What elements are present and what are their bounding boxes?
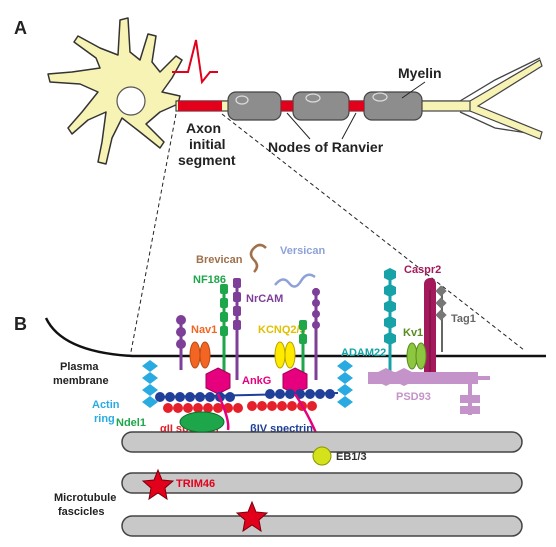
plasma-membrane <box>44 317 546 358</box>
psd93-protein <box>368 368 490 415</box>
ndel1-label: Ndel1 <box>116 417 146 429</box>
action-potential-trace <box>172 39 218 85</box>
cam-right <box>312 288 320 380</box>
nf186-protein-2 <box>299 320 307 380</box>
node-leader-1 <box>286 112 311 140</box>
ankg-left <box>205 367 231 395</box>
plasma-membrane-label-2: membrane <box>53 375 109 387</box>
microtubule-3 <box>121 515 523 537</box>
nav1-label: Nav1 <box>191 324 217 336</box>
panel-label-a: A <box>14 18 27 38</box>
kcnq-channel <box>274 341 296 369</box>
brevican-squiggle <box>249 243 267 273</box>
ais-label-line1: Axon <box>186 120 221 136</box>
myelin-sheaths <box>227 91 423 121</box>
trim46-label: TRIM46 <box>176 478 215 490</box>
caspr2-protein <box>424 278 436 378</box>
node-of-ranvier-2 <box>349 101 364 111</box>
nf186-protein <box>220 284 228 380</box>
ankg-right <box>282 367 308 395</box>
kv1-label: Kv1 <box>403 327 423 339</box>
ais-label-line3: segment <box>178 152 236 168</box>
actin-ring-left <box>142 360 158 408</box>
plasma-membrane-label-1: Plasma <box>60 361 99 373</box>
nrcam-label: NrCAM <box>246 293 283 305</box>
nodes-of-ranvier-label: Nodes of Ranvier <box>268 139 384 155</box>
caspr2-label: Caspr2 <box>404 264 441 276</box>
microtubule-2 <box>121 472 523 494</box>
ndel1-protein <box>179 411 225 433</box>
microtubule-label-1: Microtubule <box>54 492 116 504</box>
kv1-channel <box>406 342 427 370</box>
versican-squiggle <box>274 273 316 288</box>
adam22-label: ADAM22 <box>341 347 386 359</box>
eb13-protein <box>312 446 332 466</box>
kcnq-label: KCNQ2/3 <box>258 324 306 336</box>
brevican-label: Brevican <box>196 254 243 266</box>
zoom-line-left <box>129 113 177 358</box>
nucleus <box>116 86 146 116</box>
myelin-label: Myelin <box>398 65 442 81</box>
tag1-label: Tag1 <box>451 313 476 325</box>
ankg-label: AnkG <box>242 375 271 387</box>
nrcam-protein <box>233 278 241 380</box>
axon-initial-segment-bar <box>178 101 222 111</box>
microtubule-label-2: fascicles <box>58 506 104 518</box>
actin-ring-right <box>337 360 353 408</box>
panel-label-b: B <box>14 314 27 334</box>
nf186-label: NF186 <box>193 274 226 286</box>
actin-ring-label-2: ring <box>94 413 115 425</box>
node-leader-2 <box>341 112 357 140</box>
node-of-ranvier-1 <box>281 101 293 111</box>
nav1-channel <box>189 341 211 369</box>
myelin-leader <box>401 81 426 99</box>
versican-label: Versican <box>280 245 326 257</box>
ais-label-line2: initial <box>189 136 226 152</box>
psd93-label: PSD93 <box>396 391 431 403</box>
neuron-soma <box>47 17 183 165</box>
cam-left <box>176 315 186 370</box>
tag1-protein <box>435 285 447 352</box>
trim46-star-2 <box>235 500 269 533</box>
actin-ring-label-1: Actin <box>92 399 120 411</box>
trim46-star-1 <box>141 468 175 501</box>
zoom-line-right <box>221 113 525 351</box>
adam22-protein <box>384 268 396 372</box>
eb13-label: EB1/3 <box>336 451 367 463</box>
